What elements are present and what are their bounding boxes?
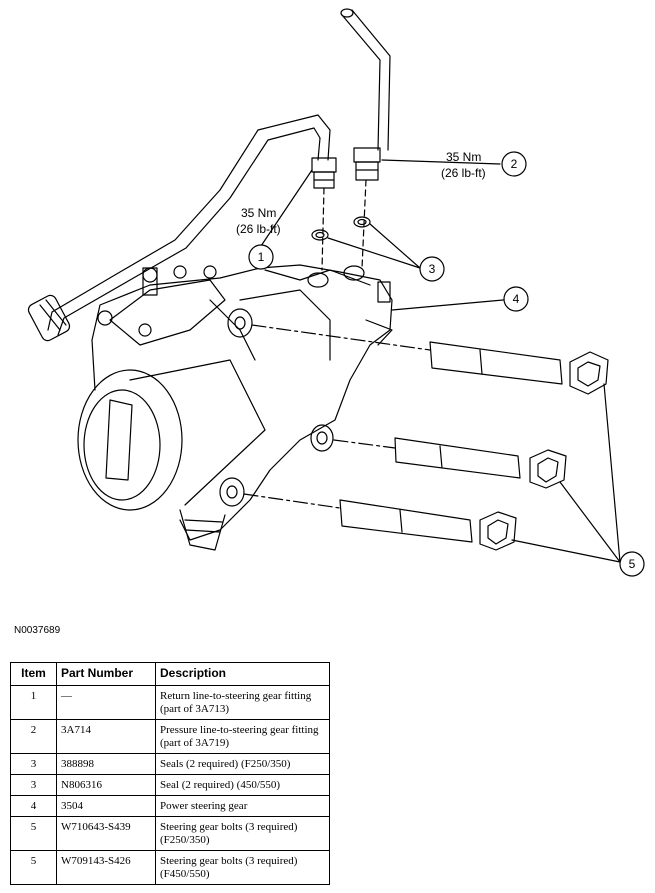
svg-text:2: 2 bbox=[511, 157, 518, 171]
fitting-1 bbox=[311, 157, 337, 271]
parts-table: Item Part Number Description 1 — Return … bbox=[10, 662, 330, 885]
table-header-row: Item Part Number Description bbox=[10, 662, 330, 686]
seals bbox=[311, 216, 371, 241]
cell-part-number: 3A714 bbox=[56, 719, 156, 754]
callout-5: 5 bbox=[619, 551, 645, 577]
svg-text:3: 3 bbox=[429, 262, 436, 276]
bolt-lower bbox=[243, 493, 517, 551]
table-row: 1 — Return line-to-steering gear fitting… bbox=[10, 685, 330, 720]
torque-1-lbft: (26 lb-ft) bbox=[236, 222, 281, 236]
torque-2-nm: 35 Nm bbox=[446, 150, 481, 164]
cell-item: 3 bbox=[10, 774, 57, 796]
figure-id: N0037689 bbox=[14, 625, 61, 636]
callout-2: 2 35 Nm (26 lb-ft) bbox=[441, 150, 527, 180]
cell-description: Power steering gear bbox=[155, 795, 330, 817]
table-row: 5 W710643-S439 Steering gear bolts (3 re… bbox=[10, 816, 330, 851]
header-part-number: Part Number bbox=[56, 662, 156, 686]
bolt-middle bbox=[333, 437, 567, 489]
cell-part-number: 388898 bbox=[56, 753, 156, 775]
cell-part-number: W710643-S439 bbox=[56, 816, 156, 851]
cell-description: Steering gear bolts (3 required) (F450/5… bbox=[155, 850, 330, 885]
callout-4: 4 bbox=[503, 286, 529, 312]
cell-description: Pressure line-to-steering gear fitting (… bbox=[155, 719, 330, 754]
steering-gear-body bbox=[77, 264, 393, 551]
cell-item: 1 bbox=[10, 685, 57, 720]
table-row: 4 3504 Power steering gear bbox=[10, 795, 330, 817]
header-description: Description bbox=[155, 662, 330, 686]
table-row: 3 388898 Seals (2 required) (F250/350) bbox=[10, 753, 330, 775]
cell-item: 5 bbox=[10, 850, 57, 885]
steering-gear-diagram: 1 35 Nm (26 lb-ft) 2 35 Nm (26 lb-ft) 3 … bbox=[27, 8, 645, 577]
cell-item: 2 bbox=[10, 719, 57, 754]
cell-part-number: N806316 bbox=[56, 774, 156, 796]
torque-1-nm: 35 Nm bbox=[241, 206, 276, 220]
cell-item: 5 bbox=[10, 816, 57, 851]
header-item: Item bbox=[10, 662, 57, 686]
cell-item: 3 bbox=[10, 753, 57, 775]
table-row: 2 3A714 Pressure line-to-steering gear f… bbox=[10, 719, 330, 754]
leader-lines bbox=[260, 159, 621, 563]
cell-part-number: — bbox=[56, 685, 156, 720]
bolt-upper bbox=[251, 324, 609, 395]
cell-description: Steering gear bolts (3 required) (F250/3… bbox=[155, 816, 330, 851]
callout-1: 1 35 Nm (26 lb-ft) bbox=[236, 206, 281, 270]
svg-text:1: 1 bbox=[258, 250, 265, 264]
pressure-line bbox=[340, 8, 391, 151]
cell-part-number: 3504 bbox=[56, 795, 156, 817]
cell-description: Return line-to-steering gear fitting (pa… bbox=[155, 685, 330, 720]
svg-text:5: 5 bbox=[629, 557, 636, 571]
cell-description: Seals (2 required) (F250/350) bbox=[155, 753, 330, 775]
svg-text:4: 4 bbox=[513, 292, 520, 306]
fitting-2 bbox=[353, 147, 381, 269]
cell-item: 4 bbox=[10, 795, 57, 817]
callout-3: 3 bbox=[419, 256, 445, 282]
cell-part-number: W709143-S426 bbox=[56, 850, 156, 885]
table-row: 5 W709143-S426 Steering gear bolts (3 re… bbox=[10, 850, 330, 885]
return-line bbox=[27, 114, 331, 342]
torque-2-lbft: (26 lb-ft) bbox=[441, 166, 486, 180]
cell-description: Seal (2 required) (450/550) bbox=[155, 774, 330, 796]
table-row: 3 N806316 Seal (2 required) (450/550) bbox=[10, 774, 330, 796]
